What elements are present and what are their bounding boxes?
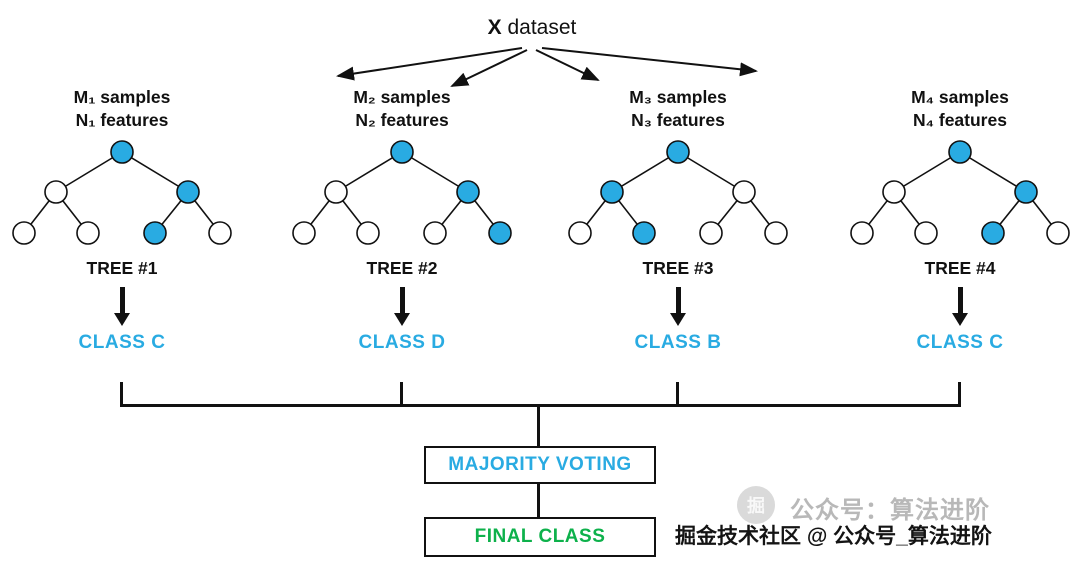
tree4-samples-label: M₄ samples (911, 87, 1009, 107)
tree-leaf (423, 221, 447, 245)
tree-leaf (12, 221, 36, 245)
tree-leaf (488, 221, 512, 245)
connector-line (958, 382, 961, 406)
tree-leaf (208, 221, 232, 245)
connector-line (120, 382, 123, 406)
tree3-features-label: N₃ features (631, 110, 725, 130)
tree-leaf (850, 221, 874, 245)
tree-leaf (632, 221, 656, 245)
down-arrow-icon (394, 287, 410, 327)
connector-line-to-final (537, 484, 540, 517)
tree-node (44, 180, 68, 204)
connector-line (676, 382, 679, 406)
tree-leaf (292, 221, 316, 245)
tree2-diagram (292, 140, 512, 245)
tree2-class-label: CLASS D (358, 332, 446, 353)
tree-node-root (948, 140, 972, 164)
tree-node-root (390, 140, 414, 164)
dataset-title-x: X (487, 16, 502, 39)
watermark-logo-icon: 掘 (737, 486, 775, 524)
final-class-label: FINAL CLASS (474, 526, 606, 547)
dataset-title-rest: dataset (501, 16, 577, 39)
watermark-faint-text: 公众号：算法进阶 (790, 497, 990, 524)
tree-node (1014, 180, 1038, 204)
tree3-samples-label: M₃ samples (629, 87, 727, 107)
tree-node-root (110, 140, 134, 164)
connector-line-to-voting (537, 404, 540, 446)
tree1-features-label: N₁ features (75, 110, 169, 130)
connector-line (400, 382, 403, 406)
tree1-samples-label: M₁ samples (73, 87, 171, 107)
tree-node (456, 180, 480, 204)
tree1-class-label: CLASS C (78, 332, 166, 353)
final-class-box: FINAL CLASS (424, 517, 656, 557)
dataset-fan-arrows-icon (336, 47, 758, 87)
tree-leaf (1046, 221, 1070, 245)
majority-voting-label: MAJORITY VOTING (448, 454, 632, 475)
tree1-diagram (12, 140, 232, 245)
watermark-logo-glyph: 掘 (747, 496, 765, 516)
tree-node (176, 180, 200, 204)
tree-leaf (764, 221, 788, 245)
tree-node (324, 180, 348, 204)
tree-group-3: M₃ samples N₃ features TREE #3 CLASS B (563, 86, 793, 354)
tree3-label: TREE #3 (642, 258, 714, 278)
connector-line-horizontal (120, 404, 961, 407)
tree-leaf (699, 221, 723, 245)
dataset-title: X dataset (432, 16, 632, 40)
majority-voting-box: MAJORITY VOTING (424, 446, 656, 484)
tree-leaf (568, 221, 592, 245)
tree2-label: TREE #2 (366, 258, 438, 278)
down-arrow-icon (114, 287, 130, 327)
watermark-dark-text: 掘金技术社区 @ 公众号_算法进阶 (675, 525, 992, 548)
tree-node (882, 180, 906, 204)
tree4-class-label: CLASS C (916, 332, 1004, 353)
tree-group-2: M₂ samples N₂ features TREE #2 CLASS D (287, 86, 517, 354)
tree2-samples-label: M₂ samples (353, 87, 451, 107)
tree1-label: TREE #1 (86, 258, 158, 278)
tree2-features-label: N₂ features (355, 110, 449, 130)
tree-group-1: M₁ samples N₁ features TREE #1 CLASS C (7, 86, 237, 354)
tree4-features-label: N₄ features (913, 110, 1007, 130)
tree-node (732, 180, 756, 204)
tree-node (600, 180, 624, 204)
tree-node-root (666, 140, 690, 164)
tree3-diagram (568, 140, 788, 245)
tree-leaf (914, 221, 938, 245)
tree-leaf (143, 221, 167, 245)
tree4-diagram (850, 140, 1070, 245)
tree-leaf (981, 221, 1005, 245)
down-arrow-icon (952, 287, 968, 327)
tree4-label: TREE #4 (924, 258, 996, 278)
tree-group-4: M₄ samples N₄ features TREE #4 CLASS C (845, 86, 1075, 354)
tree3-class-label: CLASS B (634, 332, 722, 353)
down-arrow-icon (670, 287, 686, 327)
tree-leaf (76, 221, 100, 245)
tree-leaf (356, 221, 380, 245)
